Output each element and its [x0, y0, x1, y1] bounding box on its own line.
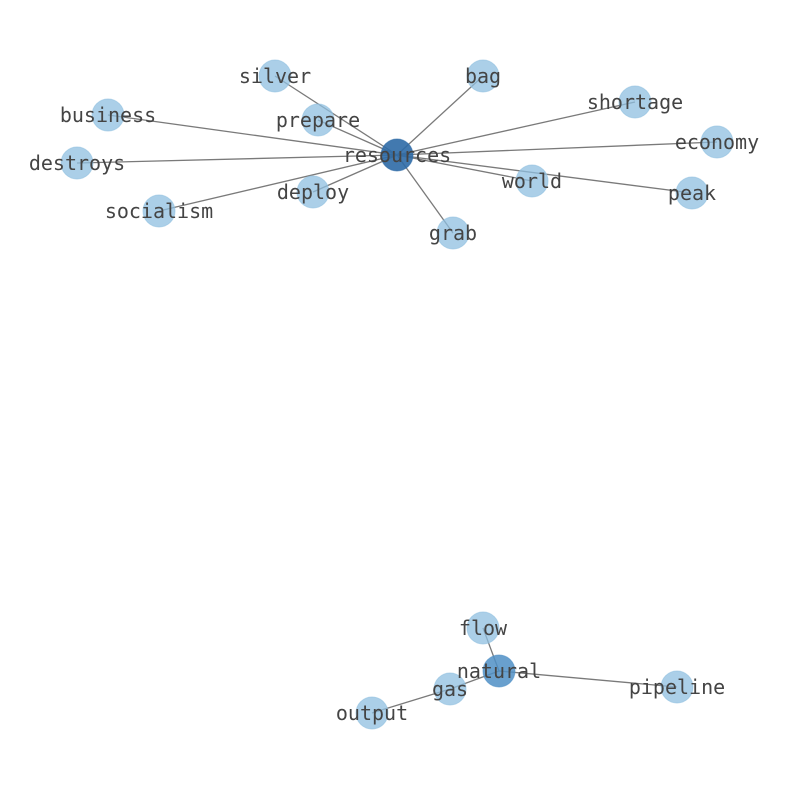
node-business: [91, 98, 125, 132]
edge-resources-silver: [274, 75, 398, 156]
edge-natural-pipeline: [498, 670, 678, 688]
node-label-peak: peak: [668, 181, 716, 205]
node-deploy: [296, 175, 330, 209]
node-label-shortage: shortage: [587, 90, 683, 114]
node-label-destroys: destroys: [29, 151, 125, 175]
node-label-output: output: [336, 701, 408, 725]
node-label-resources: resources: [343, 143, 451, 167]
node-label-deploy: deploy: [277, 180, 349, 204]
node-output: [355, 696, 389, 730]
node-prepare: [301, 103, 335, 137]
node-socialism: [142, 194, 176, 228]
edge-resources-business: [107, 114, 398, 156]
node-label-pipeline: pipeline: [629, 675, 725, 699]
node-label-flow: flow: [459, 616, 508, 640]
node-flow: [466, 611, 500, 645]
node-pipeline: [660, 670, 694, 704]
node-peak: [675, 176, 709, 210]
node-destroys: [60, 146, 94, 180]
node-label-silver: silver: [239, 64, 311, 88]
node-shortage: [618, 85, 652, 119]
node-layer: [60, 59, 734, 730]
node-label-natural: natural: [457, 659, 541, 683]
edge-layer: [76, 75, 718, 714]
node-bag: [466, 59, 500, 93]
edge-resources-bag: [396, 75, 484, 156]
node-label-socialism: socialism: [105, 199, 213, 223]
edge-resources-world: [396, 154, 533, 182]
node-label-gas: gas: [432, 677, 468, 701]
node-label-bag: bag: [465, 64, 501, 88]
node-grab: [436, 216, 470, 250]
node-silver: [258, 59, 292, 93]
edge-resources-economy: [396, 141, 718, 156]
label-layer: resources silver bag shortage business prepar…: [29, 64, 759, 725]
edge-resources-socialism: [158, 154, 398, 212]
node-label-prepare: prepare: [276, 108, 360, 132]
node-gas: [433, 672, 467, 706]
node-label-economy: economy: [675, 130, 759, 154]
node-world: [515, 164, 549, 198]
node-economy: [700, 125, 734, 159]
edge-resources-destroys: [76, 154, 398, 164]
node-label-business: business: [60, 103, 156, 127]
node-label-grab: grab: [429, 221, 477, 245]
node-resources: [380, 138, 414, 172]
edge-resources-shortage: [396, 101, 636, 156]
node-natural: [482, 654, 516, 688]
node-label-world: world: [502, 169, 562, 193]
